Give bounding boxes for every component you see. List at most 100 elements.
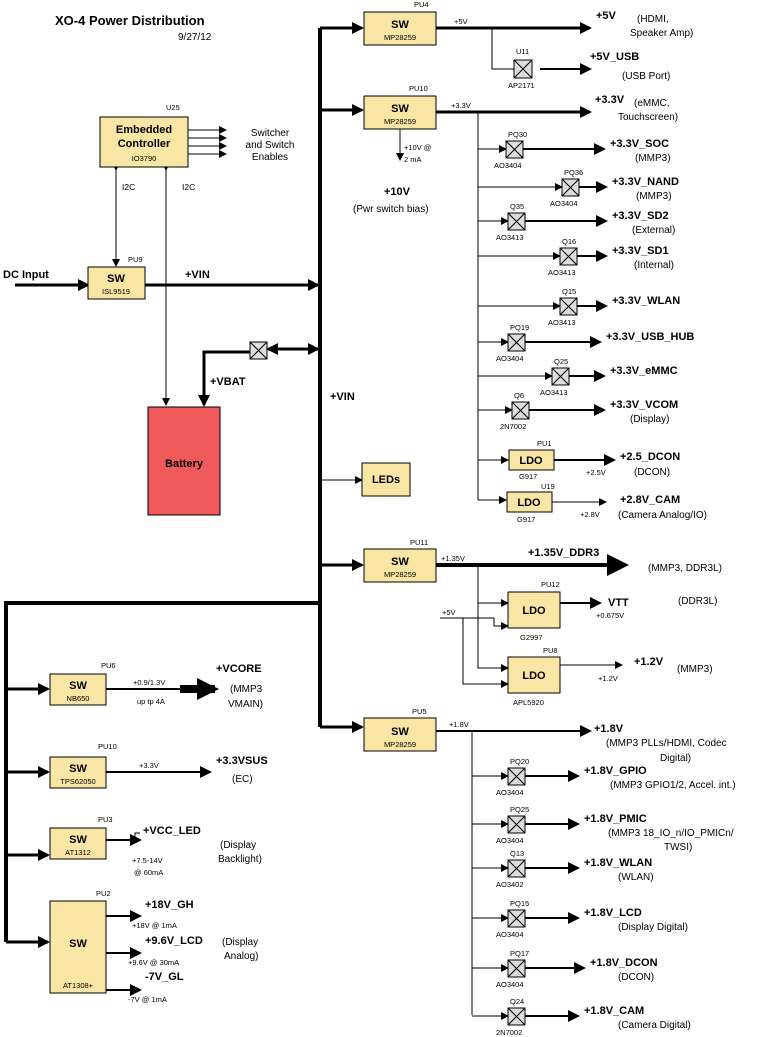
- ldo-pu1-name: LDO: [519, 455, 543, 467]
- rail-label: +1.8V_PMIC: [584, 813, 647, 825]
- load-switch-icon: [511, 401, 530, 420]
- embedded-controller: U25 Embedded Controller IO3790 Switcher …: [99, 103, 294, 192]
- switch-ref: Q6: [514, 391, 524, 400]
- pu10-3v3sus-block: PU10 SW TPS62050 +3.3V +3.3VSUS (EC): [49, 742, 268, 789]
- ec-ref: U25: [166, 103, 180, 112]
- pu6-desc2: VMAIN): [228, 699, 263, 710]
- pu10b-part: TPS62050: [60, 777, 95, 786]
- bias-note2: 2 mA: [404, 155, 422, 164]
- pu10a-desc2: Touchscreen): [618, 112, 678, 123]
- rail-label: +1.8V_DCON: [590, 957, 658, 969]
- pu2-rail3: -7V_GL: [145, 971, 184, 983]
- pu2-block: PU2 SW AT1308+ +18V_GH +18V @ 1mA +9.6V_…: [49, 889, 258, 1004]
- pu6-ref: PU6: [101, 661, 116, 670]
- rail-desc: (External): [632, 225, 675, 236]
- dynamic-parts: PQ30AO3404+3.3V_SOC(MMP3)PQ36AO3404+3.3V…: [472, 130, 736, 1037]
- pu10a-ref: PU10: [409, 84, 428, 93]
- switch-part: AO3413: [548, 268, 576, 277]
- main-buses: [4, 22, 364, 948]
- rail-label: +3.3V_WLAN: [612, 295, 680, 307]
- pu11-block: PU11 SW MP28259 +1.35V +1.35V_DDR3 (MMP3…: [363, 538, 722, 583]
- load-switch-icon: [507, 959, 526, 978]
- pu2-note1: +18V @ 1mA: [132, 921, 177, 930]
- ec-out3: Enables: [252, 152, 288, 163]
- rail-label: +3.3V_USB_HUB: [606, 331, 694, 343]
- pu8-rail: +1.2V: [634, 656, 664, 668]
- pu2-desc1: (Display: [222, 937, 258, 948]
- rail-desc: (Display Digital): [618, 922, 688, 933]
- battery-switch-icon: [249, 341, 268, 360]
- pu9-part: ISL9519: [102, 287, 130, 296]
- switch-ref: PQ25: [510, 805, 529, 814]
- ldo-u19-desc: (Camera Analog/IO): [618, 510, 707, 521]
- signal-wires: [106, 22, 629, 1015]
- vin-label: +VIN: [185, 269, 210, 281]
- rail-label: +3.3V_NAND: [612, 176, 679, 188]
- usb-rail: +5V_USB: [590, 51, 639, 63]
- pu5-block: PU5 SW MP28259 +1.8V +1.8V (MMP3 PLLs/HD…: [363, 707, 727, 764]
- pu10b-rail: +3.3VSUS: [216, 755, 268, 767]
- u11-ref: U11: [516, 47, 529, 56]
- pu10a-desc1: (eMMC,: [634, 98, 670, 109]
- pu12-in: +5V: [442, 608, 456, 617]
- bias-note1: +10V @: [404, 143, 431, 152]
- ldo-pu1-note: +2.5V: [586, 468, 606, 477]
- rail-label: +3.3V_SD2: [612, 210, 669, 222]
- ldo-pu1-desc: (DCON): [634, 467, 670, 478]
- pu4-out: +5V: [454, 17, 468, 26]
- rail-desc: (MMP3 GPIO1/2, Accel. int.): [610, 780, 736, 791]
- pu2-rail2: +9.6V_LCD: [145, 935, 203, 947]
- switch-part: AO3404: [550, 199, 578, 208]
- pu11-desc: (MMP3, DDR3L): [648, 563, 722, 574]
- switch-ref: Q13: [510, 849, 524, 858]
- pu11-out: +1.35V: [441, 554, 465, 563]
- switch-ref: PQ15: [510, 899, 529, 908]
- switch-part: AO3404: [496, 836, 524, 845]
- switch-ref: PQ19: [510, 323, 529, 332]
- ldo-u19-block: U19 LDO G917 +2.8V +2.8V_CAM (Camera Ana…: [506, 482, 707, 524]
- pu6-part: NB650: [67, 694, 90, 703]
- switch-ref: Q15: [562, 287, 576, 296]
- ec-line2: Controller: [118, 138, 171, 150]
- pu11-rail: +1.35V_DDR3: [528, 547, 599, 559]
- ec-out1: Switcher: [251, 128, 290, 139]
- switch-ref: Q24: [510, 997, 524, 1006]
- switch-ref: Q16: [562, 237, 576, 246]
- pu2-note2: +9.6V @ 30mA: [128, 958, 179, 967]
- pu11-ref: PU11: [410, 538, 428, 547]
- load-switch-icon: [559, 297, 578, 316]
- pu5-part: MP28259: [384, 740, 416, 749]
- pu5-desc2: Digital): [660, 753, 691, 764]
- pu12-name: LDO: [522, 605, 546, 617]
- rail-desc: (MMP3 18_IO_n/IO_PMICn/: [608, 828, 734, 839]
- rail-desc: (WLAN): [618, 872, 654, 883]
- pu11-part: MP28259: [384, 570, 416, 579]
- vbat-label: +VBAT: [210, 376, 246, 388]
- rail-desc: (MMP3): [635, 153, 671, 164]
- load-switch-icon: [507, 909, 526, 928]
- switch-part: AO3404: [494, 161, 522, 170]
- switch-ref: PQ20: [510, 757, 529, 766]
- pu8-part: APL5920: [513, 698, 544, 707]
- pu3-desc1: (Display: [220, 840, 256, 851]
- ldo-pu1-ref: PU1: [537, 439, 552, 448]
- rail-label: +3.3V_eMMC: [610, 365, 678, 377]
- pu2-name: SW: [69, 938, 87, 950]
- pu3-ref: PU3: [98, 815, 113, 824]
- pu10a-out: +3.3V: [451, 101, 471, 110]
- pu10b-out: +3.3V: [139, 761, 159, 770]
- pu8-note: +1.2V: [598, 674, 618, 683]
- rail-desc: (DCON): [618, 972, 654, 983]
- load-switch-icon: [507, 859, 526, 878]
- pu3-note2: @ 60mA: [134, 868, 163, 877]
- bias-rail: +10V: [384, 186, 411, 198]
- pu8-desc: (MMP3): [677, 664, 713, 675]
- ec-line1: Embedded: [116, 124, 172, 136]
- pu4-desc2: Speaker Amp): [630, 28, 693, 39]
- pu3-desc2: Backlight): [218, 854, 262, 865]
- rail-label: +1.8V_CAM: [584, 1005, 644, 1017]
